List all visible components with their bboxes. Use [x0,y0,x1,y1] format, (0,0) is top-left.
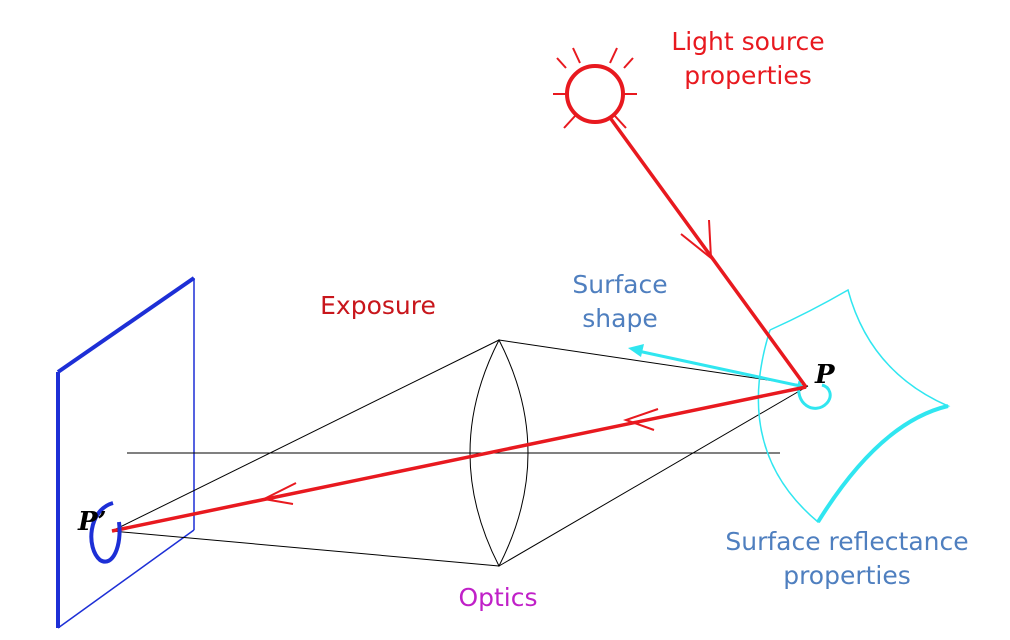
surface-reflectance-label: Surface reflectance properties [708,525,986,593]
exposure-label: Exposure [320,291,436,320]
light-source-label-line-1: Light source [671,27,825,56]
p-curl-arrow [797,380,832,410]
optics-label: Optics [458,583,538,612]
surface-shape-label-line-1: Surface [572,270,668,299]
surface-reflectance-label-line-1: Surface reflectance [725,527,969,556]
light-source-label-line-2: properties [684,61,812,90]
point-p-prime-label: P’ [78,507,107,537]
surface-normal-arrow [628,344,806,389]
lens [469,338,529,568]
surface-reflectance-label-line-2: properties [783,561,911,590]
incident-light-ray [609,117,808,389]
reflected-ray [111,385,807,533]
surface-patch [757,288,951,524]
light-cone-lines [111,339,809,567]
p-prime-curl-arrow [89,501,122,564]
surface-shape-label-line-2: shape [582,304,658,333]
sun-icon [553,47,637,129]
surface-shape-label: Surface shape [560,268,680,336]
image-plane [56,276,196,629]
light-source-label: Light source properties [648,25,848,93]
point-p-label: P [815,360,835,390]
